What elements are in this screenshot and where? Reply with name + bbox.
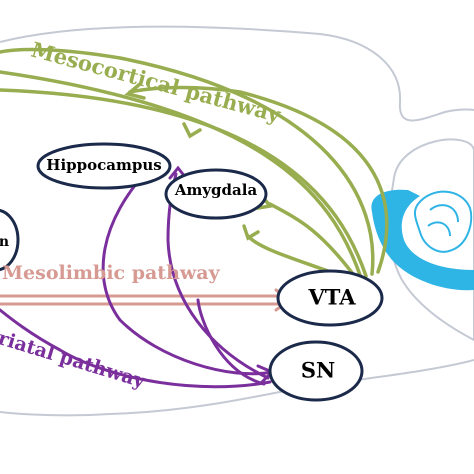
hippocampus-node [36,142,172,190]
mesolimbic-label: Mesolimbic pathway [2,262,221,284]
cerebellum-inner [413,190,473,253]
cerebellum-fold [427,204,459,237]
vta-label: VTA [307,285,356,310]
mesocortical-arrowhead-4 [182,122,202,139]
nigrostriatal-arrow-4 [196,298,266,386]
nigrostriatal-arrow-3 [0,308,272,389]
mesocortical-arrow-2 [0,88,368,278]
amygdala-label: Amygdala [174,181,258,199]
nigrostriatal-arrow-1 [101,166,274,376]
mesocortical-arrowhead-3 [242,224,260,241]
left-partial-label: n [0,234,9,250]
mesolimbic-pathway [0,288,293,312]
nigrostriatal-label: Nigro striatal pathway [0,302,148,393]
mesocortical-arrow-4 [128,85,389,274]
mesocortical-arrow-1 [0,70,362,277]
brain-outline [0,25,474,417]
sn-node [268,340,364,402]
mesocortical-arrow-5 [268,202,358,280]
sn-label: SN [301,358,335,383]
mesocortical-arrowhead-1 [124,82,146,100]
left-partial-node [0,208,20,272]
cerebellum-shape [371,189,474,291]
vta-node [276,269,384,327]
mesocortical-arrow-3 [0,47,375,276]
amygdala-node [164,168,268,220]
hippocampus-label: Hippocampus [46,156,161,174]
